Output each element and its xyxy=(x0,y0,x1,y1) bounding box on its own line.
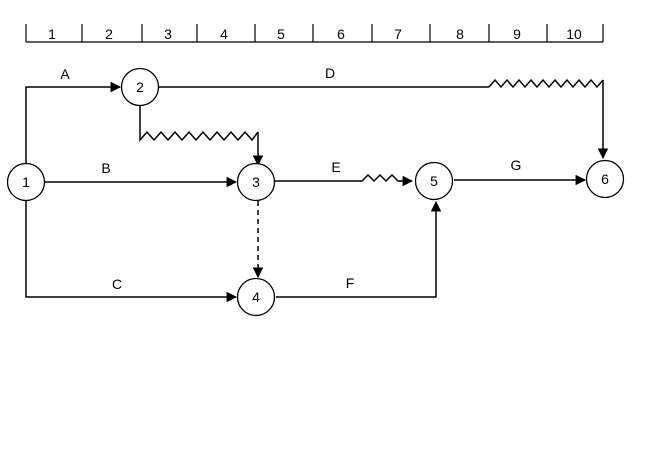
node-2-label: 2 xyxy=(136,79,144,95)
time-scale-label-2: 2 xyxy=(105,26,113,42)
activity-f-label: F xyxy=(346,275,355,291)
node-1-label: 1 xyxy=(22,174,30,190)
time-scale-label-8: 8 xyxy=(456,26,464,42)
node-5-circle xyxy=(414,161,454,201)
activity-d-float-zigzag xyxy=(488,78,604,89)
node-4: 4 xyxy=(236,277,276,317)
time-scale: 1 2 3 4 5 6 7 8 9 10 xyxy=(25,24,604,43)
time-scale-label-5: 5 xyxy=(277,26,285,42)
node-6-label: 6 xyxy=(601,171,609,187)
activity-c-arrow xyxy=(25,201,238,303)
activity-a-arrow xyxy=(25,81,122,163)
activity-e-label: E xyxy=(331,159,340,175)
activity-b-label: B xyxy=(101,160,110,176)
time-scale-label-10: 10 xyxy=(566,26,582,42)
activity-f-arrow xyxy=(276,200,442,298)
node-4-label: 4 xyxy=(252,289,260,305)
node-1-circle xyxy=(6,162,46,202)
node-3: 3 xyxy=(236,162,276,202)
activity-a-label: A xyxy=(60,66,70,82)
time-scale-label-4: 4 xyxy=(220,26,228,42)
node-2-circle xyxy=(120,67,160,107)
time-scale-label-3: 3 xyxy=(164,26,172,42)
node-5: 5 xyxy=(414,161,454,201)
activity-c-label: C xyxy=(112,276,122,292)
activity-g-label: G xyxy=(511,157,522,173)
time-scale-label-6: 6 xyxy=(337,26,345,42)
node-5-label: 5 xyxy=(430,173,438,189)
time-scale-label-1: 1 xyxy=(48,26,56,42)
node-2: 2 xyxy=(120,67,160,107)
activity-d-label: D xyxy=(325,65,335,81)
time-scale-label-9: 9 xyxy=(513,26,521,42)
node-4-circle xyxy=(236,277,276,317)
node-1: 1 xyxy=(6,162,46,202)
time-scale-label-7: 7 xyxy=(394,26,402,42)
node-6-circle xyxy=(585,159,625,199)
node-3-label: 3 xyxy=(252,174,260,190)
activity-e-arrow xyxy=(275,173,414,187)
node-3-circle xyxy=(236,162,276,202)
float-2-3-zigzag xyxy=(139,106,259,142)
node-6: 6 xyxy=(585,159,625,199)
